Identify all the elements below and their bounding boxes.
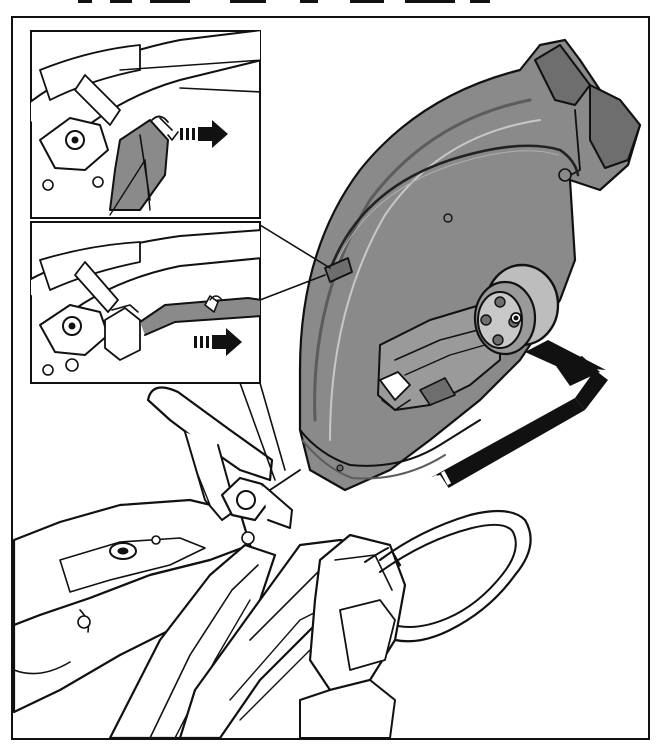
spindle-hub [473,263,560,356]
cropped-top-text [0,0,659,8]
arrow-up-left-icon [420,340,608,495]
inset-panel-bottom [30,221,261,384]
blade-guard [298,38,642,492]
motor-housing [299,533,407,738]
callout-lines [239,224,331,481]
inset-panel-top [30,30,261,219]
figure-frame [11,16,650,740]
arrow-right-icon [194,328,242,356]
cable-connector [324,257,353,283]
arrow-right-icon [180,120,228,148]
power-cord [364,509,532,643]
cropped-text-fragments [78,0,490,3]
blade-bracket [377,304,501,411]
hex-bolt [220,469,301,545]
